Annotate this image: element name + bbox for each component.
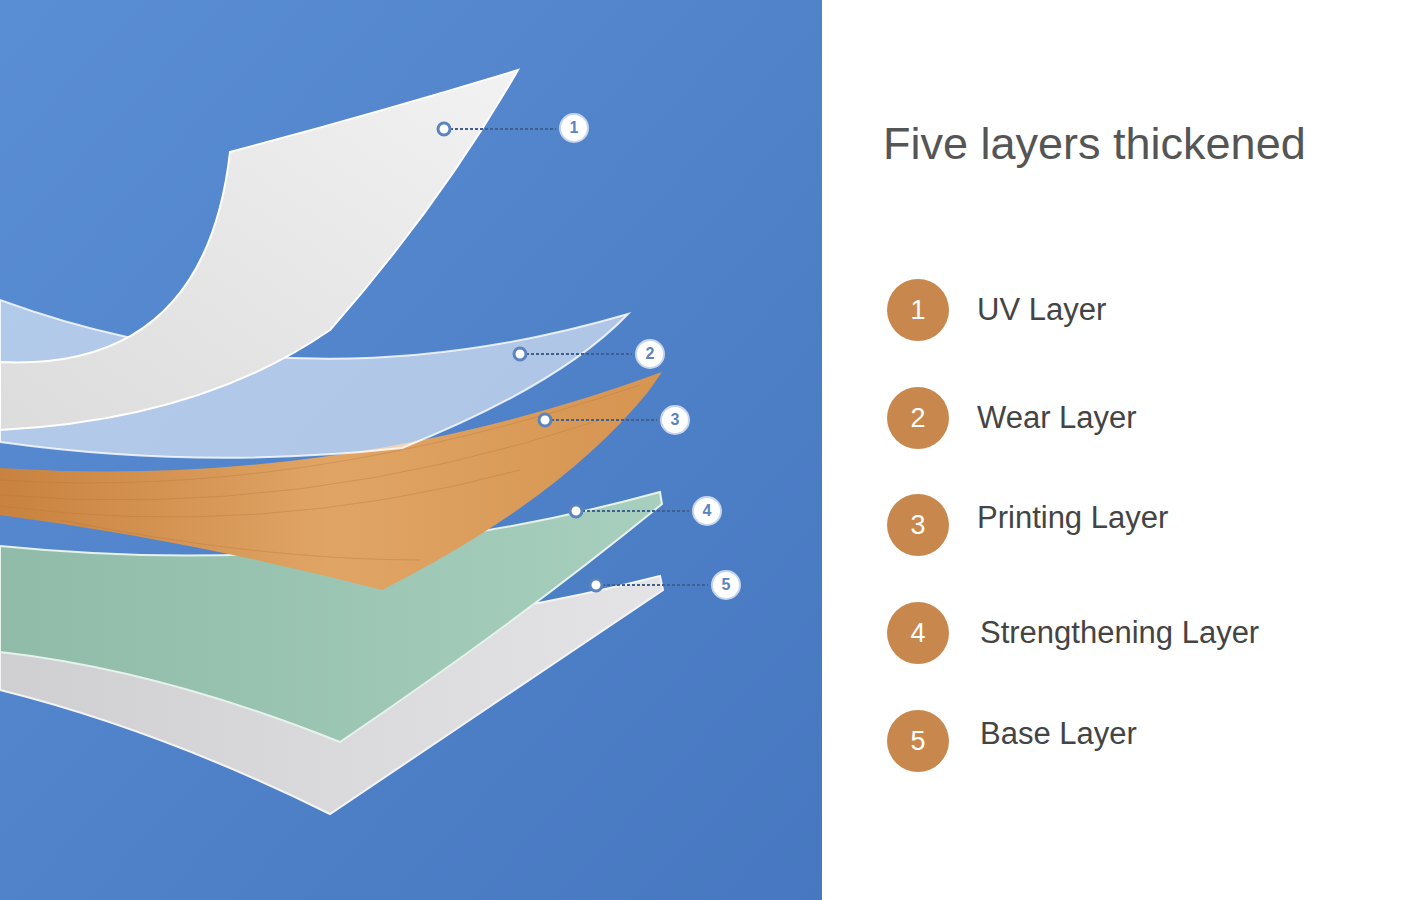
leader-line — [551, 419, 657, 421]
layer-name: Base Layer — [980, 716, 1137, 752]
number-text: 3 — [671, 412, 680, 428]
callout-number: 4 — [692, 496, 722, 526]
callout-dots — [438, 123, 602, 591]
leader-line — [526, 353, 632, 355]
leader-line — [602, 584, 708, 586]
leader-line — [582, 510, 689, 512]
leader-lines — [450, 129, 708, 585]
number-text: 5 — [722, 577, 731, 593]
number-badge: 5 — [887, 710, 949, 772]
number-text: 3 — [910, 512, 925, 539]
callout-dot — [570, 505, 582, 517]
callout-number: 3 — [660, 405, 690, 435]
number-badge: 1 — [887, 279, 949, 341]
number-text: 1 — [910, 297, 925, 324]
callout-number: 1 — [559, 113, 589, 143]
callout-dot — [438, 123, 450, 135]
layer-name: Printing Layer — [977, 500, 1168, 536]
number-badge: 3 — [887, 494, 949, 556]
layer-name: Strengthening Layer — [980, 615, 1259, 651]
callout-dot — [590, 579, 602, 591]
diagram-title: Five layers thickened — [883, 118, 1306, 170]
number-text: 4 — [910, 620, 925, 647]
number-text: 2 — [910, 405, 925, 432]
uv-layer-sheet — [0, 70, 518, 430]
number-text: 1 — [570, 120, 579, 136]
callout-dot — [514, 348, 526, 360]
callout-number: 5 — [711, 570, 741, 600]
layer-name: UV Layer — [977, 292, 1106, 328]
callout-dot — [539, 414, 551, 426]
number-badge: 2 — [887, 387, 949, 449]
callout-number: 2 — [635, 339, 665, 369]
number-text: 4 — [703, 503, 712, 519]
blue-panel — [0, 0, 822, 900]
number-badge: 4 — [887, 602, 949, 664]
layer-name: Wear Layer — [977, 400, 1137, 436]
leader-line — [450, 128, 556, 130]
number-text: 5 — [910, 728, 925, 755]
number-text: 2 — [646, 346, 655, 362]
